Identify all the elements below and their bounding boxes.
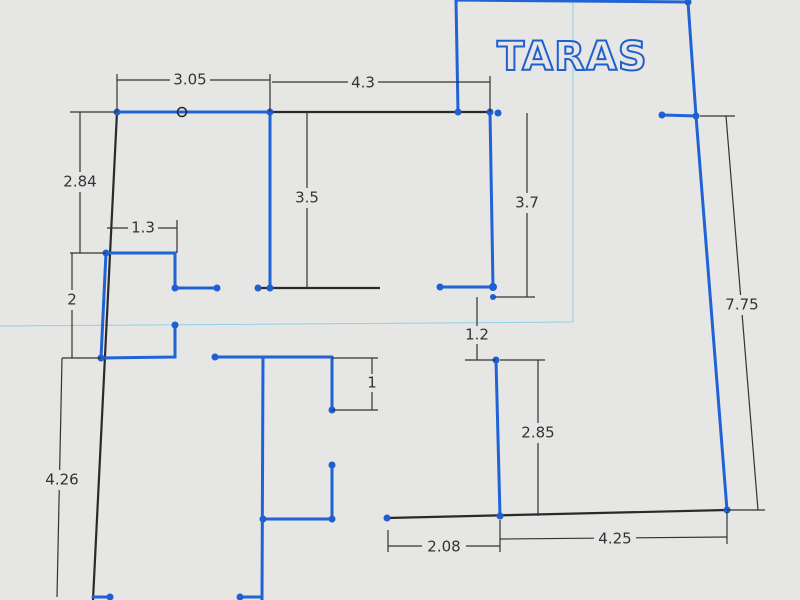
sketch-point[interactable] — [684, 0, 692, 6]
dim-3-7[interactable]: 3.7 — [512, 193, 542, 213]
dim-2-84[interactable]: 2.84 — [58, 172, 102, 192]
sketch-point[interactable] — [436, 283, 444, 291]
dimension-label[interactable]: 2.08 — [427, 538, 460, 556]
sketch-point[interactable] — [171, 284, 179, 292]
sketch-point[interactable] — [454, 108, 462, 116]
label-background[interactable] — [462, 326, 492, 344]
sketch-point[interactable] — [490, 294, 496, 300]
sketch-line[interactable] — [386, 508, 728, 520]
sketch-line[interactable] — [91, 111, 119, 600]
sketch-point[interactable] — [489, 283, 497, 291]
dim-4-26[interactable]: 4.26 — [40, 470, 84, 490]
label-background[interactable] — [422, 537, 466, 557]
dim-2[interactable]: 2 — [63, 290, 81, 310]
dimension-label[interactable]: 4.25 — [598, 530, 631, 548]
dimension-label[interactable]: 7.75 — [725, 296, 758, 314]
dimension-label[interactable]: 1 — [367, 374, 377, 392]
label-background[interactable] — [128, 219, 158, 237]
dim-4-25[interactable]: 4.25 — [594, 529, 636, 549]
label-background[interactable] — [292, 188, 322, 208]
sketch-point[interactable] — [328, 461, 336, 469]
dim-3-5[interactable]: 3.5 — [292, 188, 322, 208]
dimension-label[interactable]: 3.7 — [515, 194, 539, 212]
label-background[interactable] — [63, 290, 81, 310]
sketch-point[interactable] — [692, 112, 700, 120]
sketch-point[interactable] — [383, 514, 391, 522]
origin-point[interactable] — [176, 106, 188, 118]
sketch-point[interactable] — [496, 512, 504, 520]
dim-7-75[interactable]: 7.75 — [722, 295, 762, 315]
label-background[interactable] — [348, 73, 378, 91]
dim-3-05[interactable]: 3.05 — [170, 71, 210, 90]
sketch-line[interactable] — [0, 0, 574, 327]
label-background[interactable] — [594, 529, 636, 549]
dimension-label[interactable]: 2 — [67, 291, 77, 309]
dimension-label[interactable]: 1.3 — [131, 219, 155, 237]
dimension-label[interactable]: 1.2 — [465, 326, 489, 344]
sketch-line[interactable] — [660, 113, 699, 118]
label-background[interactable] — [58, 172, 102, 192]
dim-1[interactable]: 1 — [365, 374, 379, 393]
label-background[interactable] — [722, 295, 762, 315]
dimension-label[interactable]: 4.26 — [45, 471, 78, 489]
label-background[interactable] — [518, 423, 558, 443]
sketch-point[interactable] — [236, 593, 244, 600]
dim-4-3[interactable]: 4.3 — [348, 73, 378, 92]
sketch-point[interactable] — [328, 515, 336, 523]
dimension-label[interactable]: 2.85 — [521, 424, 554, 442]
sketch-point[interactable] — [254, 284, 262, 292]
plane-outline — [0, 0, 574, 327]
dim-1-3[interactable]: 1.3 — [128, 219, 158, 238]
label-background[interactable] — [170, 71, 210, 89]
label-background[interactable] — [40, 470, 84, 490]
sketch-point[interactable] — [171, 321, 179, 329]
sketch-line[interactable] — [488, 110, 495, 289]
sketch-point[interactable] — [213, 284, 221, 292]
logo-text[interactable]: TARAS — [496, 33, 648, 81]
sketch-points[interactable] — [97, 0, 731, 600]
sketch-line[interactable] — [99, 251, 108, 360]
sketch-point[interactable] — [494, 109, 502, 117]
sketch-point[interactable] — [658, 111, 666, 119]
sketch-point[interactable] — [211, 353, 219, 361]
dimension-label[interactable]: 4.3 — [351, 74, 375, 92]
sketch-line[interactable] — [494, 358, 502, 518]
dim-1-2[interactable]: 1.2 — [462, 326, 492, 345]
sketch-point[interactable] — [106, 593, 114, 600]
sketch-line[interactable] — [260, 355, 265, 600]
sketch-point[interactable] — [259, 515, 267, 523]
dimensions[interactable]: 3.05 4.3 2.84 1.3 2 4.26 3.5 3.7 1.2 1 2… — [40, 71, 765, 598]
dimension-label[interactable]: 3.5 — [295, 189, 319, 207]
label-background[interactable] — [512, 193, 542, 213]
dim-2-08[interactable]: 2.08 — [422, 537, 466, 557]
dimension-label[interactable]: 3.05 — [173, 71, 206, 89]
sketch-line[interactable] — [99, 323, 177, 360]
dim-2-85[interactable]: 2.85 — [518, 423, 558, 443]
label-background[interactable] — [365, 374, 379, 392]
sketch-point[interactable] — [266, 284, 274, 292]
sketch-walls[interactable] — [91, 110, 728, 600]
sketch-line[interactable] — [104, 251, 219, 290]
dimension-label[interactable]: 2.84 — [63, 173, 96, 191]
